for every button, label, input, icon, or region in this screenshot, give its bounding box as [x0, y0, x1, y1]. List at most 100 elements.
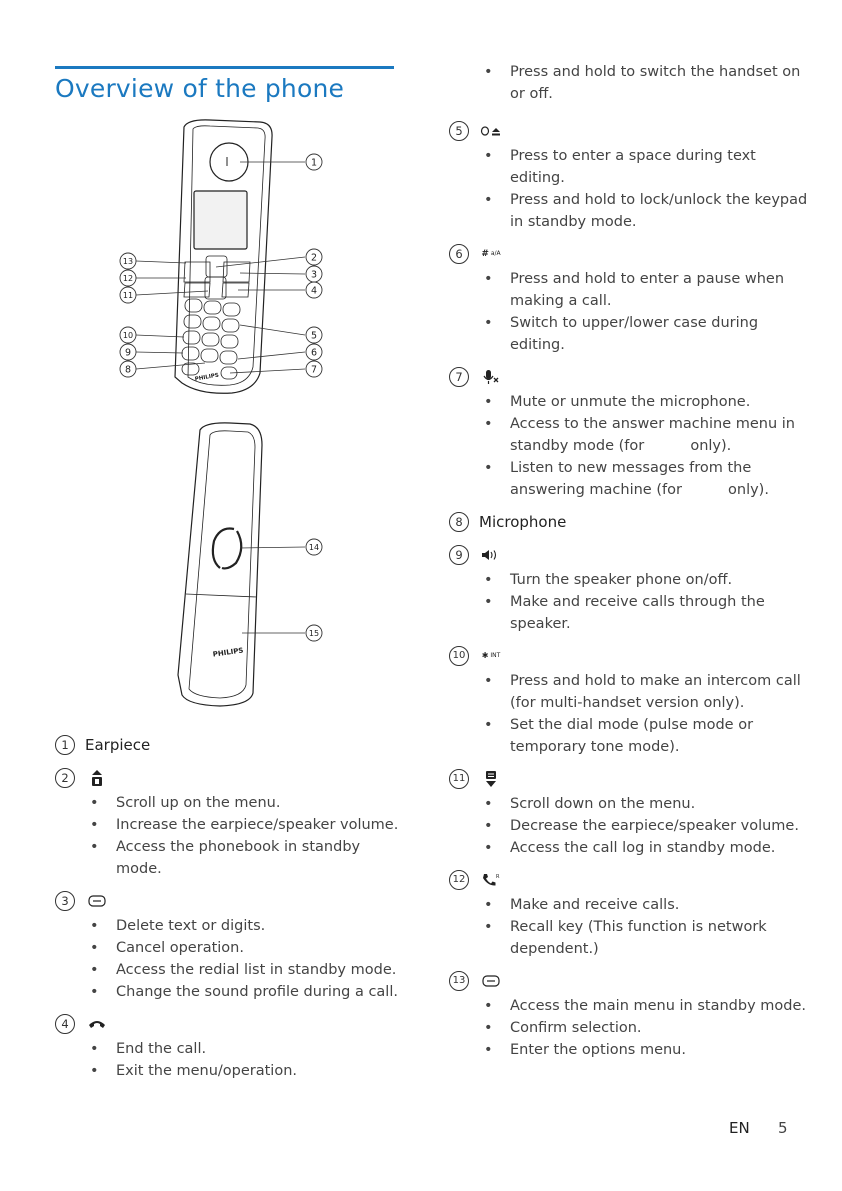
left-column: 1 Earpiece 2 Scroll up on the menu. Incr… [55, 733, 400, 1091]
callout-5: 5 [305, 326, 323, 344]
footer-language: EN [729, 1119, 750, 1137]
callout-1: 1 [305, 153, 323, 171]
bullet: Listen to new messages from the answerin… [449, 457, 809, 501]
svg-text:1: 1 [311, 158, 317, 169]
bullet: Scroll up on the menu. [55, 792, 400, 814]
left-softkey-icon [479, 971, 503, 991]
callout-numbers: 1 2 3 4 5 6 7 8 9 10 11 12 13 14 15 [119, 153, 323, 642]
title-rule [55, 66, 394, 69]
item-number: 8 [449, 512, 469, 532]
bullet: Exit the menu/operation. [55, 1060, 400, 1082]
item-label: Microphone [479, 513, 567, 531]
front-brand-logo: PHILIPS [194, 373, 219, 383]
speaker-key-icon [479, 545, 503, 565]
bullet: Set the dial mode (pulse mode or tempora… [449, 714, 809, 758]
footer-page-number: 5 [778, 1119, 788, 1137]
bullet: Mute or unmute the microphone. [449, 391, 809, 413]
phone-illustration: PHILIPS PHILIPS [110, 115, 340, 715]
item-8: 8 Microphone [449, 510, 809, 534]
handset-back: PHILIPS [177, 422, 263, 707]
item-6: 6 # a/A Press and hold to enter a pause … [449, 242, 809, 356]
bullet: Delete text or digits. [55, 915, 400, 937]
item-number: 13 [449, 971, 469, 991]
up-phonebook-key-icon [85, 768, 109, 788]
bullet: Access to the answer machine menu in sta… [449, 413, 809, 457]
item-number: 9 [449, 545, 469, 565]
bullet: Confirm selection. [449, 1017, 809, 1039]
item-label: Earpiece [85, 736, 151, 754]
callout-12: 12 [119, 269, 137, 287]
phone-drawing: PHILIPS PHILIPS [119, 119, 323, 707]
item-1: 1 Earpiece [55, 733, 400, 757]
bullet: Recall key (This function is network dep… [449, 916, 809, 960]
svg-text:13: 13 [123, 257, 133, 266]
bullet: Access the phonebook in standby mode. [55, 836, 400, 880]
item-7: 7 Mute or unmute the microphone. Access … [449, 365, 809, 501]
item-number: 12 [449, 870, 469, 890]
bullet: Make and receive calls. [449, 894, 809, 916]
svg-text:10: 10 [123, 331, 133, 340]
svg-text:15: 15 [309, 629, 319, 638]
bullet: Press and hold to enter a pause when mak… [449, 268, 809, 312]
svg-text:12: 12 [123, 274, 133, 283]
item-number: 11 [449, 769, 469, 789]
item-number: 6 [449, 244, 469, 264]
back-brand-logo: PHILIPS [212, 646, 244, 658]
handset-front: PHILIPS [174, 119, 273, 394]
item-number: 3 [55, 891, 75, 911]
callout-8: 8 [119, 360, 137, 378]
item-3: 3 Delete text or digits. Cancel operatio… [55, 889, 400, 1003]
page-title: Overview of the phone [55, 74, 345, 103]
callout-4: 4 [305, 281, 323, 299]
down-calllog-key-icon [479, 769, 503, 789]
callout-11: 11 [119, 286, 137, 304]
item-number: 4 [55, 1014, 75, 1034]
bullet: Access the call log in standby mode. [449, 837, 809, 859]
bullet: Press and hold to make an intercom call … [449, 670, 809, 714]
callout-leaders [135, 161, 306, 634]
svg-text:14: 14 [309, 543, 319, 552]
bullet: Scroll down on the menu. [449, 793, 809, 815]
svg-text:R: R [496, 874, 500, 880]
talk-recall-key-icon: R [479, 870, 503, 890]
hash-key-icon: # a/A [481, 249, 501, 259]
callout-2: 2 [305, 248, 323, 266]
callout-13: 13 [119, 252, 137, 270]
item-4: 4 End the call. Exit the menu/operation. [55, 1012, 400, 1082]
bullet: Change the sound profile during a call. [55, 981, 400, 1003]
svg-text:2: 2 [311, 253, 317, 264]
callout-9: 9 [119, 343, 137, 361]
callout-6: 6 [305, 343, 323, 361]
bullet: Cancel operation. [55, 937, 400, 959]
item-number: 10 [449, 646, 469, 666]
callout-3: 3 [305, 265, 323, 283]
bullet: Increase the earpiece/speaker volume. [55, 814, 400, 836]
item-4-continued: Press and hold to switch the handset on … [449, 61, 809, 105]
star-int-key-icon: ✱ INT [481, 651, 501, 660]
bullet: Access the main menu in standby mode. [449, 995, 809, 1017]
item-9: 9 Turn the speaker phone on/off. Make an… [449, 543, 809, 635]
item-number: 5 [449, 121, 469, 141]
bullet: Switch to upper/lower case during editin… [449, 312, 809, 356]
bullet: Turn the speaker phone on/off. [449, 569, 809, 591]
bullet: Enter the options menu. [449, 1039, 809, 1061]
bullet: End the call. [55, 1038, 400, 1060]
item-12: 12 R Make and receive calls. Recall key … [449, 868, 809, 960]
svg-text:6: 6 [311, 348, 317, 359]
bullet: Decrease the earpiece/speaker volume. [449, 815, 809, 837]
item-number: 2 [55, 768, 75, 788]
callout-7: 7 [305, 360, 323, 378]
callout-15: 15 [305, 624, 323, 642]
right-softkey-icon [85, 891, 109, 911]
zero-lock-key-icon [479, 121, 503, 141]
svg-text:8: 8 [125, 365, 131, 376]
svg-text:5: 5 [311, 331, 317, 342]
bullet: Press and hold to switch the handset on … [449, 61, 809, 105]
bullet: Press to enter a space during text editi… [449, 145, 809, 189]
bullet: Press and hold to lock/unlock the keypad… [449, 189, 809, 233]
item-13: 13 Access the main menu in standby mode.… [449, 969, 809, 1061]
item-2: 2 Scroll up on the menu. Increase the ea… [55, 766, 400, 880]
right-column: Press and hold to switch the handset on … [449, 61, 809, 1070]
bullet: Access the redial list in standby mode. [55, 959, 400, 981]
callout-14: 14 [305, 538, 323, 556]
